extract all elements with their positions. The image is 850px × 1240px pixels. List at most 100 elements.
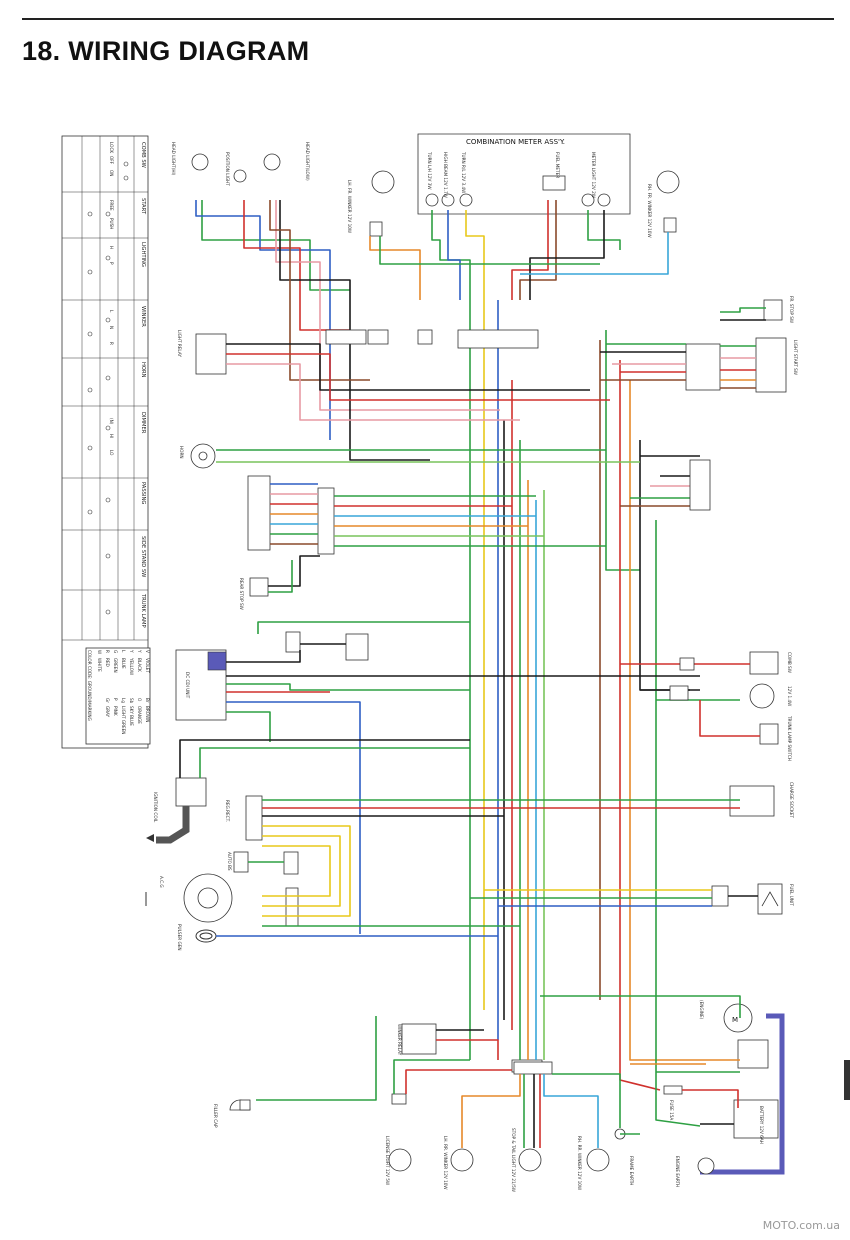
position-light-bulb-icon: [233, 169, 247, 183]
table-comb-sw: COMB SW: [140, 142, 146, 168]
trunk-lamp: 12V 1.4W: [749, 683, 792, 709]
horn: HORN: [179, 443, 216, 469]
svg-text:Y: Y: [137, 649, 142, 653]
svg-text:COMB SW: COMB SW: [787, 652, 792, 673]
svg-text:HEAD LIGHT(LOW): HEAD LIGHT(LOW): [305, 142, 310, 181]
svg-text:12V 1.4W: 12V 1.4W: [787, 686, 792, 706]
table-trunk-lamp: TRUNK LAMP: [140, 593, 146, 628]
svg-text:FILLER CAP: FILLER CAP: [213, 1104, 218, 1128]
lh-rr-winker: LH. RR. WINKER 12V 10W: [443, 1136, 474, 1190]
svg-text:Sb: Sb: [129, 698, 134, 704]
color-legend: V VIOLET Br BROWN Y BLACK O ORANGE Y YEL…: [85, 647, 151, 745]
svg-text:V: V: [145, 650, 150, 653]
svg-text:TURN R/L 12V 3.4W: TURN R/L 12V 3.4W: [461, 151, 466, 193]
comb-sw: COMB SW: [749, 651, 792, 675]
svg-text:A.C.G: A.C.G: [159, 876, 164, 888]
combination-meter: COMBINATION METER ASS'Y. TURN L/H 12V 3W…: [417, 133, 631, 215]
svg-text:L: L: [121, 650, 126, 653]
table-dimmer: DIMMER: [140, 412, 146, 434]
ground-arrow-icon: [146, 834, 154, 842]
high-beam-bulb-icon: [441, 193, 455, 207]
svg-text:SKY BLUE: SKY BLUE: [129, 706, 134, 726]
fuel-unit: FUEL UNIT: [711, 883, 794, 915]
table-passing: PASSING: [140, 482, 146, 504]
watermark: MOTO.com.ua: [762, 1219, 840, 1232]
battery: BATTERY 12V 6AH: [700, 1013, 785, 1175]
svg-text:HORN: HORN: [179, 446, 184, 459]
svg-text:R: R: [105, 650, 110, 653]
license-light-bulb-icon: [388, 1148, 412, 1172]
svg-text:G: G: [113, 650, 118, 653]
svg-text:RH. FR. WINKER 12V 10W: RH. FR. WINKER 12V 10W: [647, 184, 652, 238]
svg-text:REAR STOP SW: REAR STOP SW: [239, 578, 244, 610]
svg-text:HIGH BEAM 12V 1.7W: HIGH BEAM 12V 1.7W: [443, 152, 448, 198]
page-edge-tab: [844, 1060, 850, 1100]
rh-rr-winker: RH. RR. WINKER 12V 10W: [577, 1136, 610, 1190]
page-title: 18. WIRING DIAGRAM: [22, 36, 310, 66]
svg-text:LH. RR. WINKER 12V 10W: LH. RR. WINKER 12V 10W: [443, 1136, 448, 1190]
svg-text:WINKER RELAY: WINKER RELAY: [397, 1024, 402, 1056]
pulser-gen: PULSER GEN: [177, 924, 217, 951]
meter-header: COMBINATION METER ASS'Y.: [466, 138, 565, 146]
svg-text:COLOR CODE: GROUND/MARKING: COLOR CODE: GROUND/MARKING: [87, 650, 92, 721]
svg-text:FR. STOP SW: FR. STOP SW: [789, 296, 794, 323]
side-stand-sw: [285, 631, 369, 661]
top-rule: [22, 18, 834, 20]
svg-text:(ENGINE): (ENGINE): [699, 1000, 704, 1020]
turn-rh-bulb-icon: [459, 193, 473, 207]
svg-text:LIGHT START SW: LIGHT START SW: [793, 340, 798, 375]
light-relay: LIGHT RELAY: [177, 330, 227, 375]
svg-text:IGNITION COIL: IGNITION COIL: [153, 792, 158, 823]
svg-text:LH. FR. WINKER 12V 10W: LH. FR. WINKER 12V 10W: [347, 180, 352, 233]
light-start-sw: LIGHT START SW: [755, 337, 798, 393]
svg-text:BLACK: BLACK: [137, 658, 142, 672]
svg-text:POSITION LIGHT: POSITION LIGHT: [225, 152, 230, 186]
svg-text:PULSER GEN: PULSER GEN: [177, 924, 182, 951]
svg-text:(N): (N): [109, 418, 114, 425]
svg-text:O: O: [137, 698, 142, 702]
svg-text:W: W: [97, 650, 102, 654]
reg-rect: REG.RECT.: [225, 795, 263, 841]
motor-icon: [723, 1003, 753, 1033]
lh-fr-winker: LH. FR. WINKER 12V 10W: [347, 170, 395, 237]
svg-text:RED: RED: [105, 658, 110, 667]
acg: A.C.G: [145, 873, 233, 923]
svg-text:FUSE 15A: FUSE 15A: [669, 1100, 674, 1120]
meter-light-bulb-icon: [597, 193, 611, 207]
handle-switch-block: REAR STOP SW: [239, 475, 335, 610]
dc-cdi-unit: DC CDI UNIT: [175, 649, 227, 721]
table-horn: HORN: [140, 362, 146, 378]
svg-text:H: H: [109, 246, 114, 249]
svg-text:BATTERY 12V 6AH: BATTERY 12V 6AH: [759, 1106, 764, 1144]
svg-text:GREEN: GREEN: [113, 658, 118, 673]
svg-text:PUSH: PUSH: [109, 218, 114, 229]
svg-text:HI: HI: [109, 434, 114, 438]
svg-text:REG.RECT.: REG.RECT.: [225, 800, 230, 822]
fuel-meter-icon: [542, 175, 566, 191]
svg-text:Y: Y: [129, 649, 134, 653]
trunk-lamp-bulb-icon: [749, 683, 775, 709]
svg-text:WHITE: WHITE: [97, 658, 102, 672]
svg-text:HEAD LIGHT(HI): HEAD LIGHT(HI): [171, 142, 176, 176]
frame-earth: FRAME EARTH: [614, 1128, 634, 1185]
svg-text:P: P: [113, 698, 118, 701]
svg-text:LIGHT GREEN: LIGHT GREEN: [121, 706, 126, 734]
svg-text:PINK: PINK: [113, 706, 118, 716]
starter-motor: M (ENGINE): [699, 1000, 769, 1069]
svg-text:GRAY: GRAY: [105, 706, 110, 718]
switch-table-panel: COMB SW START LIGHTING WINKER HORN DIMME…: [61, 135, 149, 749]
svg-text:VIOLET: VIOLET: [145, 658, 150, 673]
wiring-harness: [179, 200, 766, 1148]
svg-text:FRAME EARTH: FRAME EARTH: [629, 1156, 634, 1185]
stop-tail-bulb-icon: [518, 1148, 542, 1172]
svg-text:CHARGE SOCKET: CHARGE SOCKET: [789, 782, 794, 818]
charge-socket: CHARGE SOCKET: [729, 782, 794, 818]
svg-text:OFF: OFF: [109, 156, 114, 165]
auto-bs: AUTO BS: [227, 851, 299, 927]
stop-tail-light: STOP & TAIL LIGHT 12V 21/5W: [511, 1059, 543, 1192]
svg-text:N: N: [109, 326, 114, 329]
svg-text:P: P: [109, 262, 114, 265]
svg-text:TURN L/H 12V 3W: TURN L/H 12V 3W: [427, 151, 432, 190]
head-light-low-bulb-icon: [263, 153, 281, 171]
